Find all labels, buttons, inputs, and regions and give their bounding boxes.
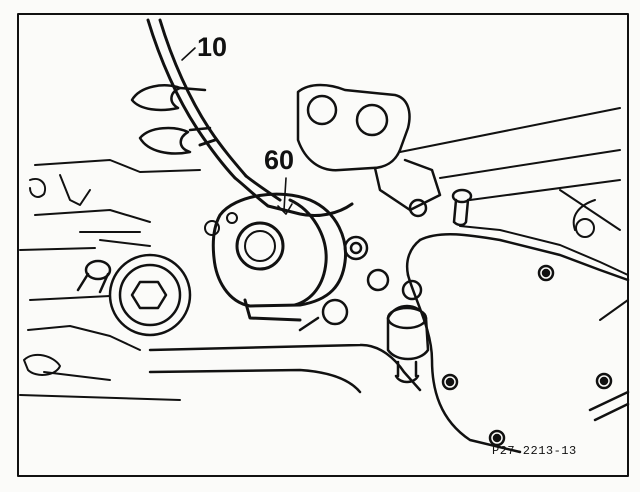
tensioner-lever [148,304,430,394]
bolt-left [76,259,112,294]
tool-cable [146,18,354,218]
cover-plate [405,232,630,454]
figure-reference: P27-2213-13 [492,444,577,458]
drawing-frame [17,13,629,477]
callout-60: 60 [264,145,295,175]
sensor-housing [204,192,348,322]
engine-left-structure [19,159,201,401]
engine-block-outline [399,107,629,321]
housing-bolts [298,235,423,332]
hex-cap [108,253,192,337]
bolt-small [451,188,473,227]
callout-leaders [181,47,293,215]
mounting-bracket [296,83,442,218]
hose-clips [130,84,212,155]
callout-10: 10 [197,32,228,62]
